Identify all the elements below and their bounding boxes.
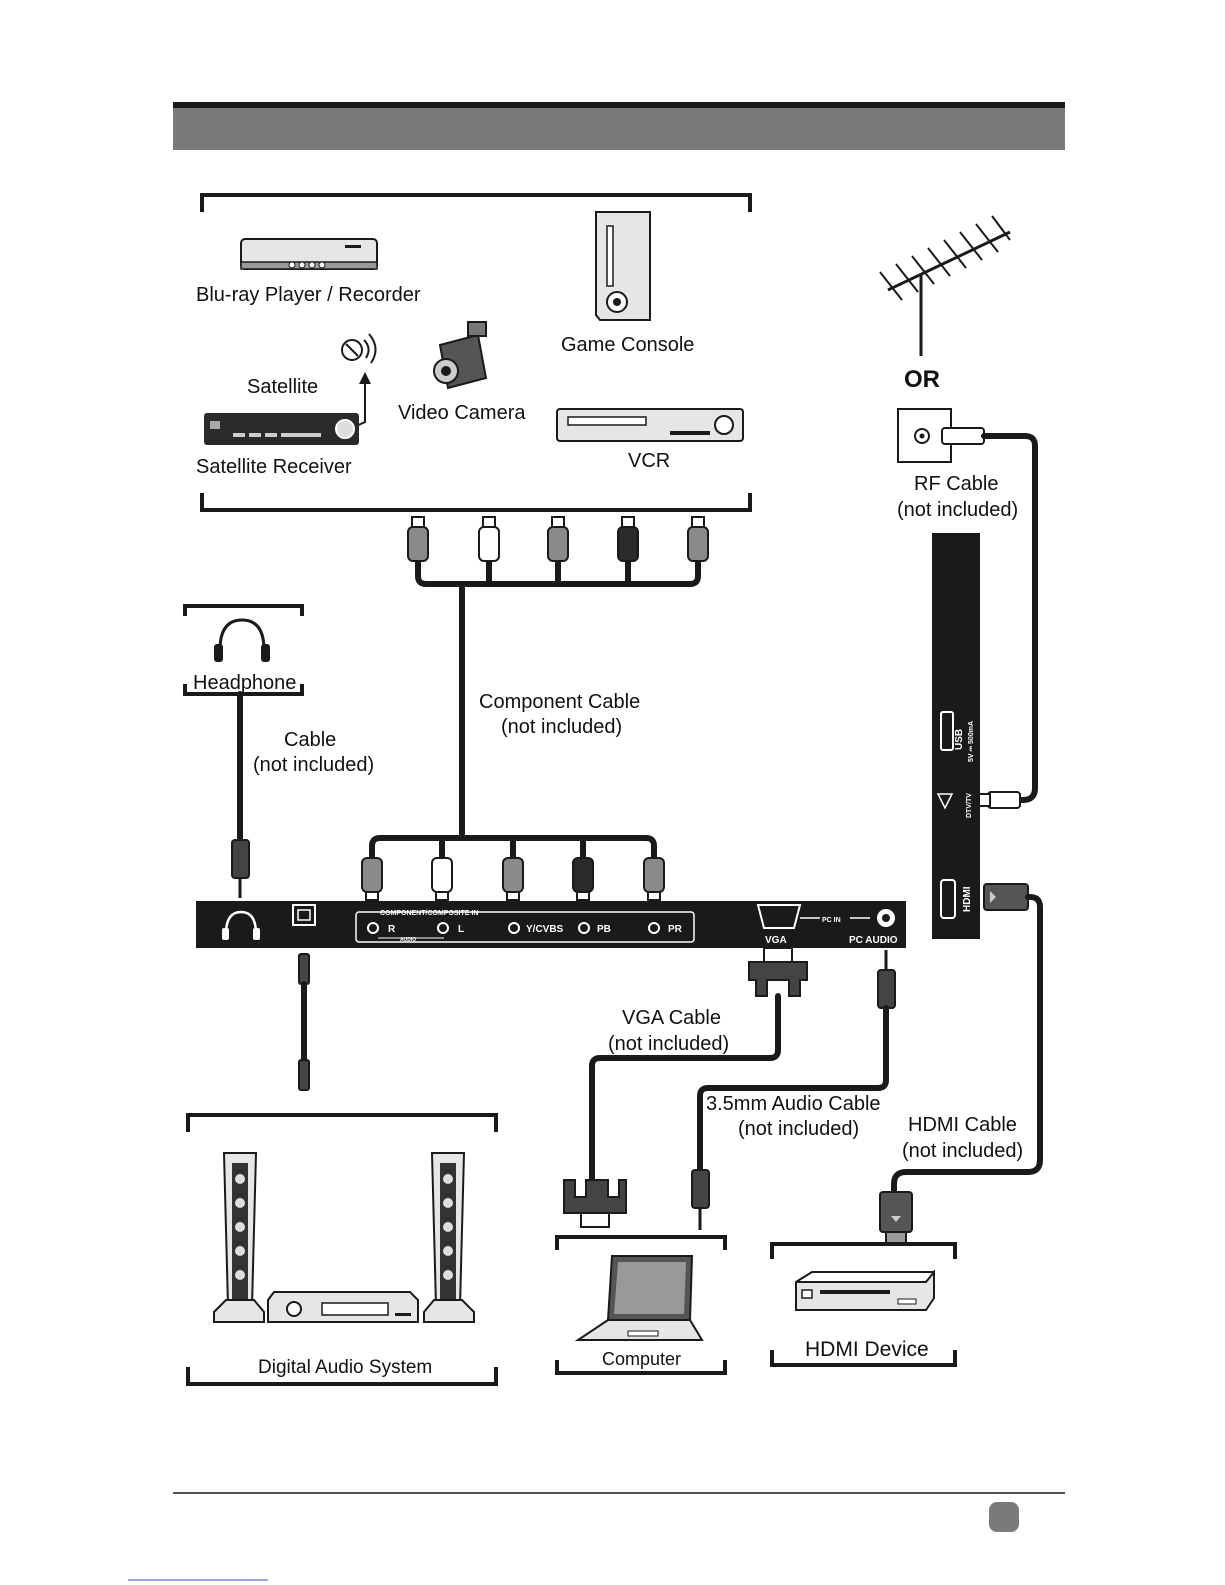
tv-side-panel: USB 5V ⎓ 500mA DTV/TV HDMI xyxy=(932,533,980,939)
plug-bottom-5 xyxy=(643,857,665,901)
port-ycvbs-label: Y/CVBS xyxy=(526,924,564,935)
vga-port-label: VGA xyxy=(765,935,787,946)
plug-bottom-2 xyxy=(431,857,453,901)
plug-bottom-1 xyxy=(361,857,383,901)
speaker-left-icon xyxy=(213,1152,265,1323)
optical-cable xyxy=(298,953,310,1091)
page-number-badge xyxy=(989,1502,1019,1532)
component-cable-bottom xyxy=(361,835,665,901)
component-cable-label: Component Cable xyxy=(479,691,640,713)
usb-rating-label: 5V ⎓ 500mA xyxy=(968,721,975,762)
audio-cable xyxy=(691,950,896,1230)
digital-audio-system-bracket xyxy=(186,1113,498,1386)
hdmi-port-label: HDMI xyxy=(962,886,973,912)
plug-top-5 xyxy=(687,516,709,562)
computer-label: Computer xyxy=(602,1349,681,1369)
header-bar xyxy=(173,102,1065,150)
pc-in-label: PC IN xyxy=(822,917,841,924)
satellite-receiver-icon xyxy=(204,413,359,445)
bluray-label: Blu-ray Player / Recorder xyxy=(196,284,421,306)
bluray-player-icon xyxy=(240,238,378,270)
vga-cable-label: VGA Cable xyxy=(622,1007,721,1029)
satellite-label: Satellite xyxy=(247,376,318,398)
hdmi-device-bracket xyxy=(770,1242,957,1367)
plug-top-3 xyxy=(547,516,569,562)
vcr-icon xyxy=(556,408,744,442)
vga-cable-note: (not included) xyxy=(608,1033,729,1055)
headphone-label: Headphone xyxy=(193,672,296,694)
component-cable-top xyxy=(407,516,709,841)
vcr-label: VCR xyxy=(628,450,670,472)
tv-bottom-panel: COMPONENT/COMPOSITE IN R AUDIO L Y/CVBS … xyxy=(196,901,906,948)
video-camera-icon xyxy=(433,321,488,390)
hdmi-cable-label: HDMI Cable xyxy=(908,1114,1017,1136)
hdmi-device-icon xyxy=(795,1269,935,1311)
rf-cable xyxy=(941,427,1038,809)
audio-receiver-icon xyxy=(267,1291,419,1323)
plug-bottom-3 xyxy=(502,857,524,901)
cable-label: Cable xyxy=(284,729,336,751)
game-console-label: Game Console xyxy=(561,334,694,356)
source-devices-bracket xyxy=(200,193,752,512)
hdmi-device-label: HDMI Device xyxy=(805,1338,929,1361)
usb-port-label: USB xyxy=(954,729,965,750)
game-console-icon xyxy=(595,211,651,321)
laptop-icon xyxy=(574,1255,704,1341)
speaker-right-icon xyxy=(423,1152,475,1323)
component-port-title: COMPONENT/COMPOSITE IN xyxy=(380,910,478,917)
component-cable-note: (not included) xyxy=(501,716,622,738)
audio-cable-label: 3.5mm Audio Cable xyxy=(706,1093,881,1115)
headphone-bracket xyxy=(183,604,304,696)
rf-cable-label: RF Cable xyxy=(914,473,998,495)
pc-audio-port-label: PC AUDIO xyxy=(849,935,898,946)
port-pb-label: PB xyxy=(597,924,611,935)
video-camera-label: Video Camera xyxy=(398,402,526,424)
plug-top-1 xyxy=(407,516,429,562)
headphone-jack-icon xyxy=(222,910,260,940)
plug-bottom-4 xyxy=(572,857,594,901)
footer xyxy=(128,1492,1065,1581)
headphone-icon xyxy=(214,618,270,662)
vga-cable xyxy=(563,947,808,1228)
headphone-cable xyxy=(231,691,250,898)
hdmi-cable xyxy=(879,883,1043,1245)
plug-top-4 xyxy=(617,516,639,562)
audio-cable-note: (not included) xyxy=(738,1118,859,1140)
dtv-port-label: DTV/TV xyxy=(966,793,973,818)
digital-audio-system-label: Digital Audio System xyxy=(258,1357,432,1378)
cable-note: (not included) xyxy=(253,754,374,776)
satellite-receiver-label: Satellite Receiver xyxy=(196,456,352,478)
or-label: OR xyxy=(904,366,940,393)
audio-port-label: AUDIO xyxy=(400,937,416,943)
computer-bracket xyxy=(555,1235,727,1375)
hdmi-cable-note: (not included) xyxy=(902,1140,1023,1162)
port-l-label: L xyxy=(458,924,464,935)
port-pr-label: PR xyxy=(668,924,683,935)
port-r-label: R xyxy=(388,924,396,935)
antenna-icon xyxy=(879,215,1011,356)
plug-top-2 xyxy=(478,516,500,562)
rf-cable-note: (not included) xyxy=(897,499,1018,521)
